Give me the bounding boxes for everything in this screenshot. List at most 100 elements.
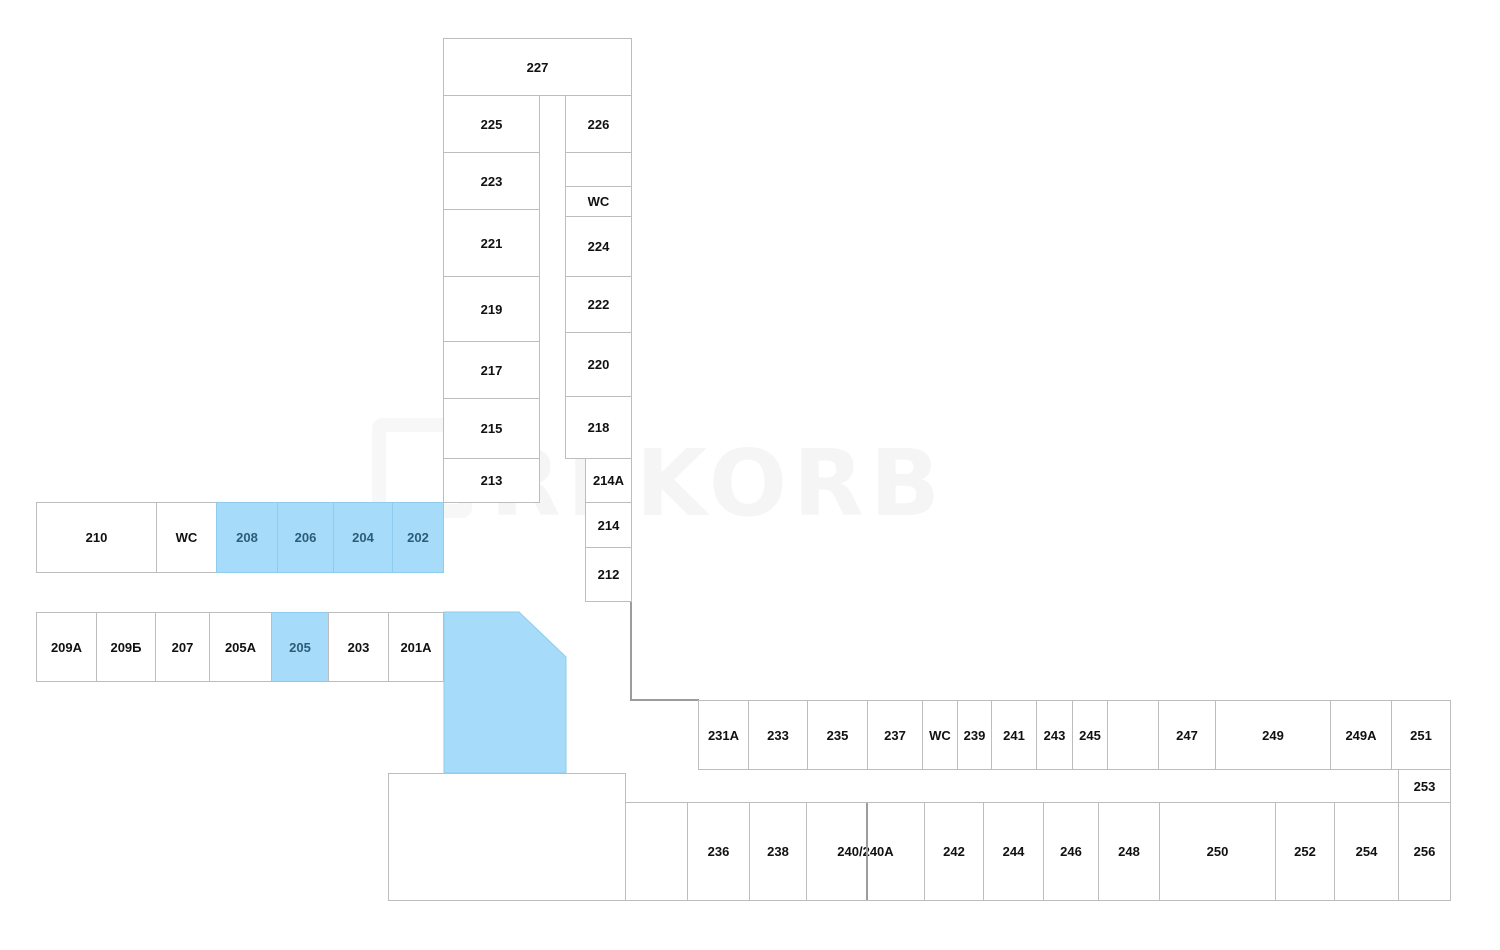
room-label: 252 — [1294, 844, 1316, 859]
room-label: 244 — [1002, 844, 1025, 859]
room-224[interactable]: 224 — [565, 216, 632, 277]
room-226[interactable]: 226 — [565, 95, 632, 153]
room-label: 246 — [1060, 844, 1082, 859]
room-214[interactable]: 214 — [585, 502, 632, 548]
room-252[interactable]: 252 — [1275, 802, 1335, 901]
room-205a[interactable]: 205А — [209, 612, 272, 682]
room-243[interactable]: 243 — [1036, 700, 1073, 770]
room-209a[interactable]: 209А — [36, 612, 97, 682]
room-221[interactable]: 221 — [443, 209, 540, 277]
room-253[interactable]: 253 — [1398, 769, 1451, 803]
watermark-text: REKORB — [490, 430, 947, 537]
room-label: 217 — [480, 362, 503, 378]
room-unlabeled-north[interactable] — [565, 152, 632, 187]
room-235[interactable]: 235 — [807, 700, 868, 770]
room-label: 215 — [480, 421, 503, 436]
room-label: 218 — [587, 420, 610, 435]
room-label: 203 — [347, 639, 370, 655]
room-207[interactable]: 207 — [155, 612, 210, 682]
room-208[interactable]: 208 — [216, 502, 278, 573]
room-label: 253 — [1413, 778, 1436, 794]
room-unlabeled-large[interactable] — [388, 773, 626, 901]
room-label: 233 — [767, 727, 789, 743]
room-label: 205А — [224, 639, 257, 655]
room-210[interactable]: 210 — [36, 502, 157, 573]
room-227[interactable]: 227 — [443, 38, 632, 96]
room-204[interactable]: 204 — [333, 502, 393, 573]
corridor-wall — [630, 602, 632, 701]
room-242[interactable]: 242 — [924, 802, 984, 901]
room-201a[interactable]: 201А — [388, 612, 444, 682]
room-label: 209Б — [110, 639, 142, 655]
room-249a[interactable]: 249А — [1330, 700, 1392, 770]
room-unlabeled-east[interactable] — [1107, 700, 1159, 770]
room-239[interactable]: 239 — [957, 700, 992, 770]
room-203[interactable]: 203 — [328, 612, 389, 682]
room-label: 219 — [480, 301, 503, 317]
room-213[interactable]: 213 — [443, 458, 540, 503]
room-218[interactable]: 218 — [565, 396, 632, 459]
room-217[interactable]: 217 — [443, 341, 540, 399]
room-label: 256 — [1413, 844, 1436, 859]
room-251[interactable]: 251 — [1391, 700, 1451, 770]
room-label: 249А — [1345, 727, 1377, 743]
room-215[interactable]: 215 — [443, 398, 540, 459]
room-222[interactable]: 222 — [565, 276, 632, 333]
room-label: 247 — [1176, 727, 1198, 743]
room-256[interactable]: 256 — [1398, 802, 1451, 901]
room-236[interactable]: 236 — [687, 802, 750, 901]
room-214a[interactable]: 214А — [585, 458, 632, 503]
room-label: 212 — [597, 567, 620, 582]
room-label: 220 — [587, 357, 610, 372]
room-label: 208 — [236, 530, 258, 545]
room-241[interactable]: 241 — [991, 700, 1037, 770]
room-label: 223 — [480, 173, 503, 189]
room-label: WC — [587, 194, 610, 209]
room-label: 205 — [289, 639, 311, 655]
room-225[interactable]: 225 — [443, 95, 540, 153]
room-209b[interactable]: 209Б — [96, 612, 156, 682]
room-label: 237 — [884, 727, 906, 743]
room-206[interactable]: 206 — [277, 502, 334, 573]
room-label: 236 — [707, 844, 730, 859]
room-wc-west[interactable]: WC — [156, 502, 217, 573]
room-label: 250 — [1206, 844, 1229, 859]
room-254[interactable]: 254 — [1334, 802, 1399, 901]
room-238[interactable]: 238 — [749, 802, 807, 901]
room-223[interactable]: 223 — [443, 152, 540, 210]
room-240[interactable]: 240/240А — [806, 802, 925, 901]
room-label: 226 — [587, 116, 610, 132]
room-label: 251 — [1410, 727, 1432, 743]
room-label: 210 — [85, 530, 108, 545]
room-202[interactable]: 202 — [392, 502, 444, 573]
room-label: 224 — [587, 239, 610, 254]
room-label: 243 — [1043, 727, 1066, 743]
room-245[interactable]: 245 — [1072, 700, 1108, 770]
highlighted-lobby-area[interactable] — [443, 611, 568, 774]
room-249[interactable]: 249 — [1215, 700, 1331, 770]
room-247[interactable]: 247 — [1158, 700, 1216, 770]
room-250[interactable]: 250 — [1159, 802, 1276, 901]
room-label: 225 — [480, 116, 503, 132]
room-unlabeled-south[interactable] — [625, 802, 688, 901]
room-244[interactable]: 244 — [983, 802, 1044, 901]
room-wc-east[interactable]: WC — [922, 700, 958, 770]
room-212[interactable]: 212 — [585, 547, 632, 602]
corridor-wall — [630, 699, 699, 701]
room-label: 204 — [352, 530, 374, 545]
room-wc-north[interactable]: WC — [565, 186, 632, 217]
room-label: 238 — [767, 844, 789, 859]
room-label: 245 — [1079, 727, 1101, 743]
room-233[interactable]: 233 — [748, 700, 808, 770]
room-246[interactable]: 246 — [1043, 802, 1099, 901]
room-205[interactable]: 205 — [271, 612, 329, 682]
room-231a[interactable]: 231А — [698, 700, 749, 770]
room-label: 242 — [943, 844, 965, 859]
room-label: WC — [929, 727, 951, 743]
room-219[interactable]: 219 — [443, 276, 540, 342]
room-237[interactable]: 237 — [867, 700, 923, 770]
room-220[interactable]: 220 — [565, 332, 632, 397]
room-label: 209А — [50, 639, 83, 655]
room-248[interactable]: 248 — [1098, 802, 1160, 901]
